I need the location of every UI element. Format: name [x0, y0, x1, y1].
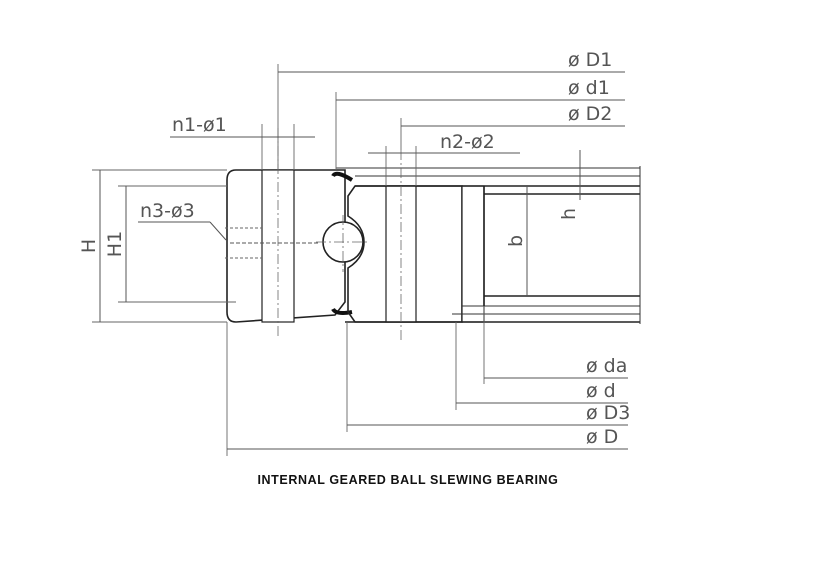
label-D: ø D — [586, 426, 618, 448]
top-seal — [331, 171, 354, 182]
label-D3: ø D3 — [586, 402, 630, 424]
left-dimension-lines — [92, 169, 236, 323]
bottom-dimension-lines — [226, 306, 628, 456]
label-H: H — [78, 239, 100, 253]
label-n2: n2-ø2 — [440, 131, 495, 153]
label-b: b — [505, 235, 527, 247]
grease-fitting — [225, 227, 320, 259]
center-lines — [277, 128, 402, 340]
label-n3: n3-ø3 — [140, 200, 195, 222]
drawing-caption: INTERNAL GEARED BALL SLEWING BEARING — [257, 473, 559, 487]
label-H1: H1 — [104, 231, 126, 257]
bottom-seal — [331, 307, 353, 315]
top-dimension-lines — [138, 64, 625, 241]
inner-ring — [347, 185, 485, 323]
gear-teeth-band — [461, 185, 485, 323]
right-dimension-lines — [526, 150, 581, 296]
label-h: h — [558, 208, 580, 220]
label-D2: ø D2 — [568, 103, 612, 125]
label-d: ø d — [586, 380, 616, 402]
outer-ring — [225, 169, 364, 323]
label-d1: ø d1 — [568, 77, 610, 99]
gear-rim — [336, 166, 641, 324]
label-da: ø da — [586, 355, 627, 377]
label-D1: ø D1 — [568, 49, 612, 71]
label-n1: n1-ø1 — [172, 114, 227, 136]
